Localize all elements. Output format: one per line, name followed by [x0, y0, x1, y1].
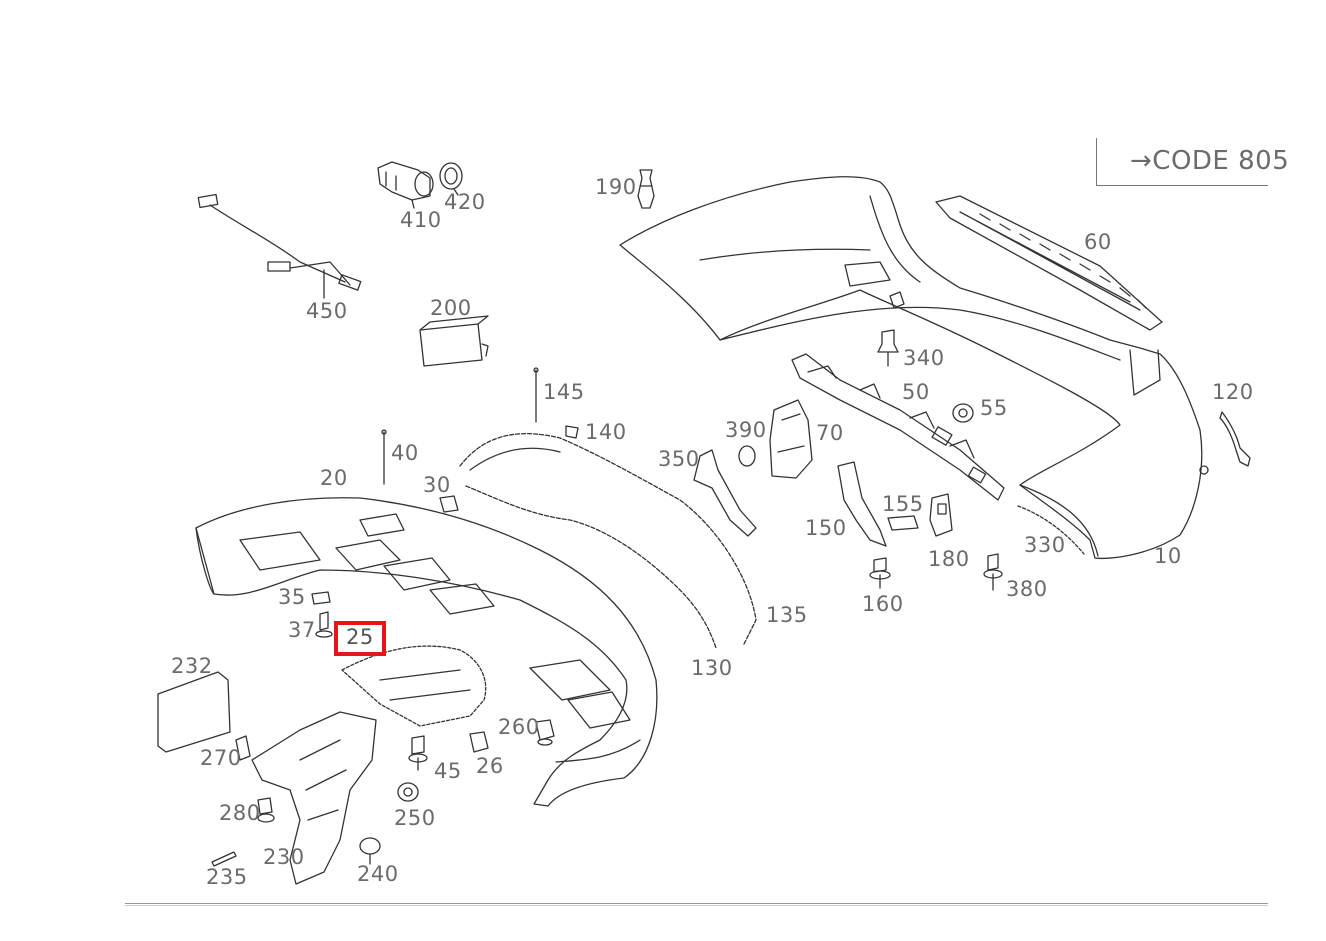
- push-clip-340-part: [877, 329, 899, 367]
- callout-240[interactable]: 240: [357, 862, 399, 886]
- wiring-harness-part: [197, 193, 362, 299]
- callout-60[interactable]: 60: [1084, 230, 1112, 254]
- bracket-150-part: [837, 461, 887, 547]
- callout-30[interactable]: 30: [423, 473, 451, 497]
- callout-260[interactable]: 260: [498, 715, 540, 739]
- callout-20[interactable]: 20: [320, 466, 348, 490]
- callout-410[interactable]: 410: [400, 208, 442, 232]
- bottom-divider: [125, 903, 1268, 906]
- callout-145[interactable]: 145: [543, 380, 585, 404]
- clip-280-part: [257, 797, 275, 823]
- bracket-230-part: [251, 711, 377, 885]
- callout-235[interactable]: 235: [206, 865, 248, 889]
- callout-120[interactable]: 120: [1212, 380, 1254, 404]
- screw-45-part: [408, 735, 428, 771]
- clip-260-part: [535, 719, 555, 746]
- callout-150[interactable]: 150: [805, 516, 847, 540]
- bracket-70-part: [769, 399, 813, 479]
- bracket-350-part: [693, 449, 757, 537]
- rod-40-part: [381, 429, 387, 485]
- screw-37-part: [315, 611, 333, 638]
- callout-26[interactable]: 26: [476, 754, 504, 778]
- code-box: [1096, 138, 1268, 186]
- clip-140-part: [565, 425, 579, 439]
- rod-145-part: [533, 367, 539, 423]
- trim-strip-130-part: [465, 485, 717, 649]
- callout-180[interactable]: 180: [928, 547, 970, 571]
- callout-55[interactable]: 55: [980, 396, 1008, 420]
- callout-380[interactable]: 380: [1006, 577, 1048, 601]
- callout-350[interactable]: 350: [658, 447, 700, 471]
- control-module-part: [419, 315, 489, 367]
- callout-140[interactable]: 140: [585, 420, 627, 444]
- clip-26-part: [469, 731, 489, 753]
- callout-190[interactable]: 190: [595, 175, 637, 199]
- sensor-ring-part: [439, 162, 463, 196]
- loading-sill-strip-part: [935, 195, 1163, 331]
- callout-37[interactable]: 37: [288, 618, 316, 642]
- callout-250[interactable]: 250: [394, 806, 436, 830]
- code-805-label: →CODE 805: [1130, 146, 1290, 176]
- screw-380-part: [983, 553, 1003, 591]
- screw-160-part: [869, 557, 891, 589]
- nut-250-part: [397, 782, 419, 802]
- grommet-390-part: [738, 445, 756, 467]
- callout-230[interactable]: 230: [263, 845, 305, 869]
- callout-25[interactable]: 25: [346, 625, 374, 649]
- callout-450[interactable]: 450: [306, 299, 348, 323]
- callout-160[interactable]: 160: [862, 592, 904, 616]
- callout-50[interactable]: 50: [902, 380, 930, 404]
- callout-35[interactable]: 35: [278, 585, 306, 609]
- callout-200[interactable]: 200: [430, 296, 472, 320]
- callout-390[interactable]: 390: [725, 418, 767, 442]
- lower-bumper-part: [195, 497, 658, 807]
- strip-235-part: [211, 851, 237, 867]
- callout-70[interactable]: 70: [816, 421, 844, 445]
- plate-232-part: [157, 671, 231, 753]
- clip-30-part: [439, 495, 459, 513]
- underbody-panel-25-part: [341, 645, 487, 727]
- bracket-180-part: [929, 493, 953, 537]
- clip-190-part: [637, 169, 655, 209]
- callout-330[interactable]: 330: [1024, 533, 1066, 557]
- callout-155[interactable]: 155: [882, 492, 924, 516]
- fastener-270-part: [235, 735, 251, 761]
- clip-155-part: [887, 515, 919, 531]
- callout-340[interactable]: 340: [903, 346, 945, 370]
- callout-10[interactable]: 10: [1154, 544, 1182, 568]
- parking-sensor-part: [377, 161, 434, 209]
- trim-strip-135-part: [459, 433, 757, 645]
- callout-130[interactable]: 130: [691, 656, 733, 680]
- callout-232[interactable]: 232: [171, 654, 213, 678]
- callout-135[interactable]: 135: [766, 603, 808, 627]
- side-guide-120-part: [1219, 411, 1251, 467]
- mounting-rail-part: [791, 353, 1005, 501]
- callout-270[interactable]: 270: [200, 746, 242, 770]
- nut-55-part: [952, 403, 974, 423]
- clip-240-part: [359, 837, 381, 865]
- clip-35-part: [311, 591, 331, 605]
- callout-45[interactable]: 45: [434, 759, 462, 783]
- callout-280[interactable]: 280: [219, 801, 261, 825]
- bumper-cover-part: [619, 176, 1209, 560]
- callout-420[interactable]: 420: [444, 190, 486, 214]
- callout-40[interactable]: 40: [391, 441, 419, 465]
- trim-strip-330-part: [1017, 505, 1085, 555]
